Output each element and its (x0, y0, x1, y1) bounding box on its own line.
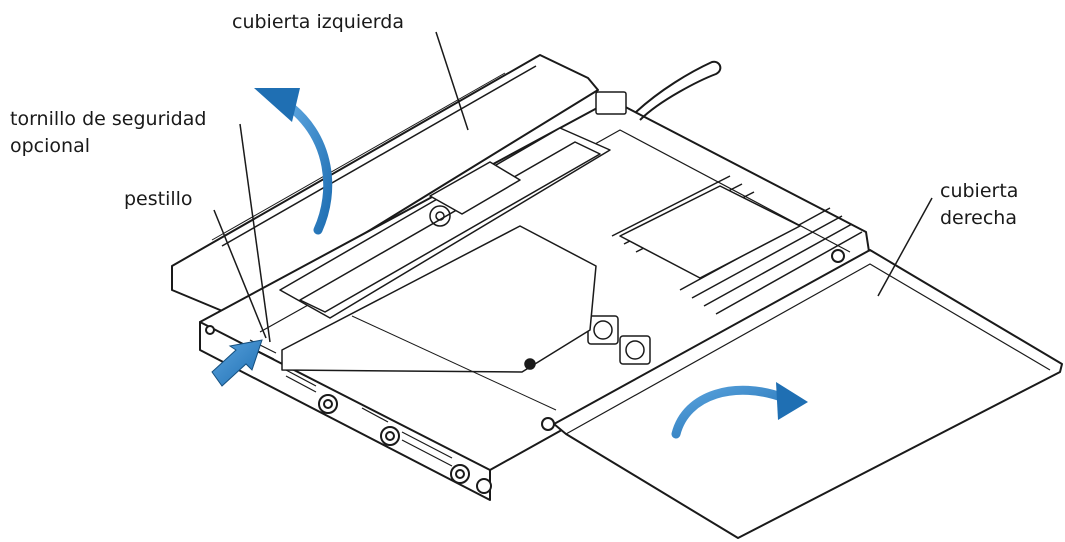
latch-label-text: pestillo (124, 188, 193, 210)
press-arrow-icon (211, 339, 263, 387)
right-cover-label-line2: derecha (940, 207, 1017, 229)
right-cover (541, 249, 1063, 539)
security-screw-label: tornillo de seguridad opcional (10, 106, 206, 160)
security-screw-label-line2: opcional (10, 135, 90, 157)
curved-arrow-right-icon (671, 382, 808, 439)
left-cover-label: cubierta izquierda (232, 9, 404, 36)
right-cover-label-line1: cubierta (940, 180, 1019, 202)
latch-label: pestillo (124, 186, 193, 213)
internal-components (279, 60, 863, 411)
curved-arrow-up-icon (254, 88, 333, 235)
leader-lines (213, 31, 933, 343)
security-screw-label-line1: tornillo de seguridad (10, 108, 207, 130)
leader-left-cover (435, 31, 469, 131)
front-panel (199, 321, 492, 501)
left-cover-label-text: cubierta izquierda (232, 11, 404, 33)
right-cover-label: cubierta derecha (940, 178, 1018, 232)
leader-screw (239, 123, 271, 343)
leader-right-cover (877, 197, 933, 297)
leader-latch (213, 209, 267, 339)
left-cover (171, 54, 599, 336)
